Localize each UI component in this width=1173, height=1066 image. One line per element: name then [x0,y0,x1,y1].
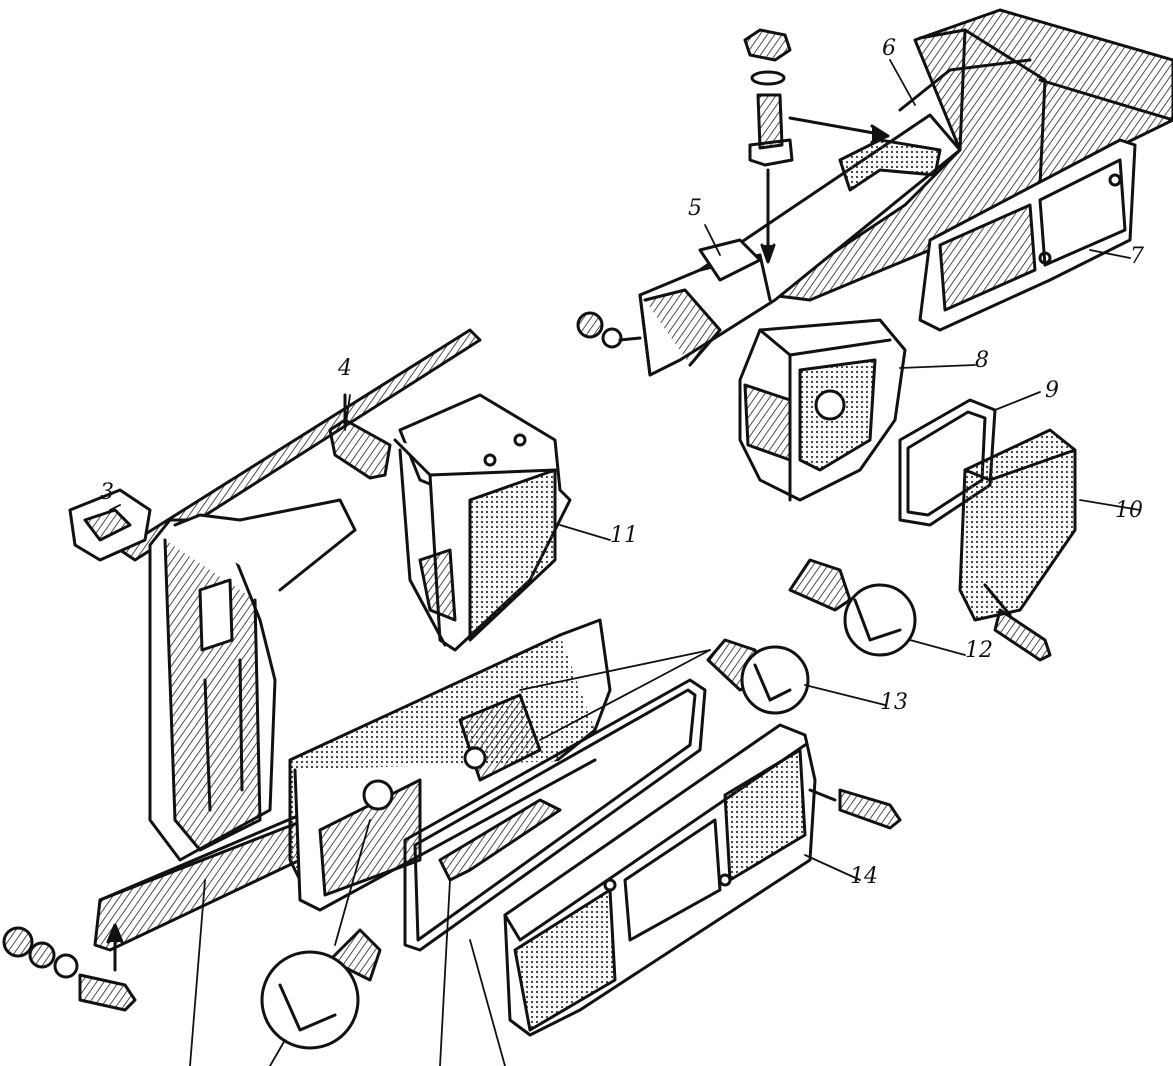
lens-14 [503,723,817,1037]
sleeve-4 [328,393,392,480]
bulb-lower [260,928,382,1050]
callout-11: 11 [610,523,638,548]
callout-8: 8 [975,348,989,373]
callout-10: 10 [1115,498,1143,523]
callout-14: 14 [850,864,878,889]
bracket-7 [918,138,1137,332]
lamp-housing-8 [738,318,907,502]
callout-13: 13 [880,690,908,715]
lower-rail [93,813,307,952]
rod-3 [68,328,482,562]
bulb-13 [706,638,810,715]
washers-left-5 [576,311,642,349]
callout-3: 3 [100,480,114,505]
bulb-12 [788,558,917,657]
callout-4: 4 [338,356,352,381]
lamp-housing-11 [393,393,572,652]
bolt-nut-stack [743,28,890,264]
lens-10 [958,428,1077,622]
bracket-rail-5 [638,113,962,377]
screw-10 [983,583,1052,662]
callout-5: 5 [688,196,702,221]
gasket-long [403,678,707,952]
tail-lamp-housing [288,618,612,912]
leader-lines [109,59,1141,1066]
fasteners-bottom-left [2,923,137,1012]
mounting-bracket [148,498,357,862]
callout-6: 6 [882,36,896,61]
callout-12: 12 [965,638,993,663]
callout-9: 9 [1045,378,1059,403]
plate-lens [438,798,562,882]
callout-7: 7 [1130,244,1144,269]
screw-14 [808,788,902,830]
